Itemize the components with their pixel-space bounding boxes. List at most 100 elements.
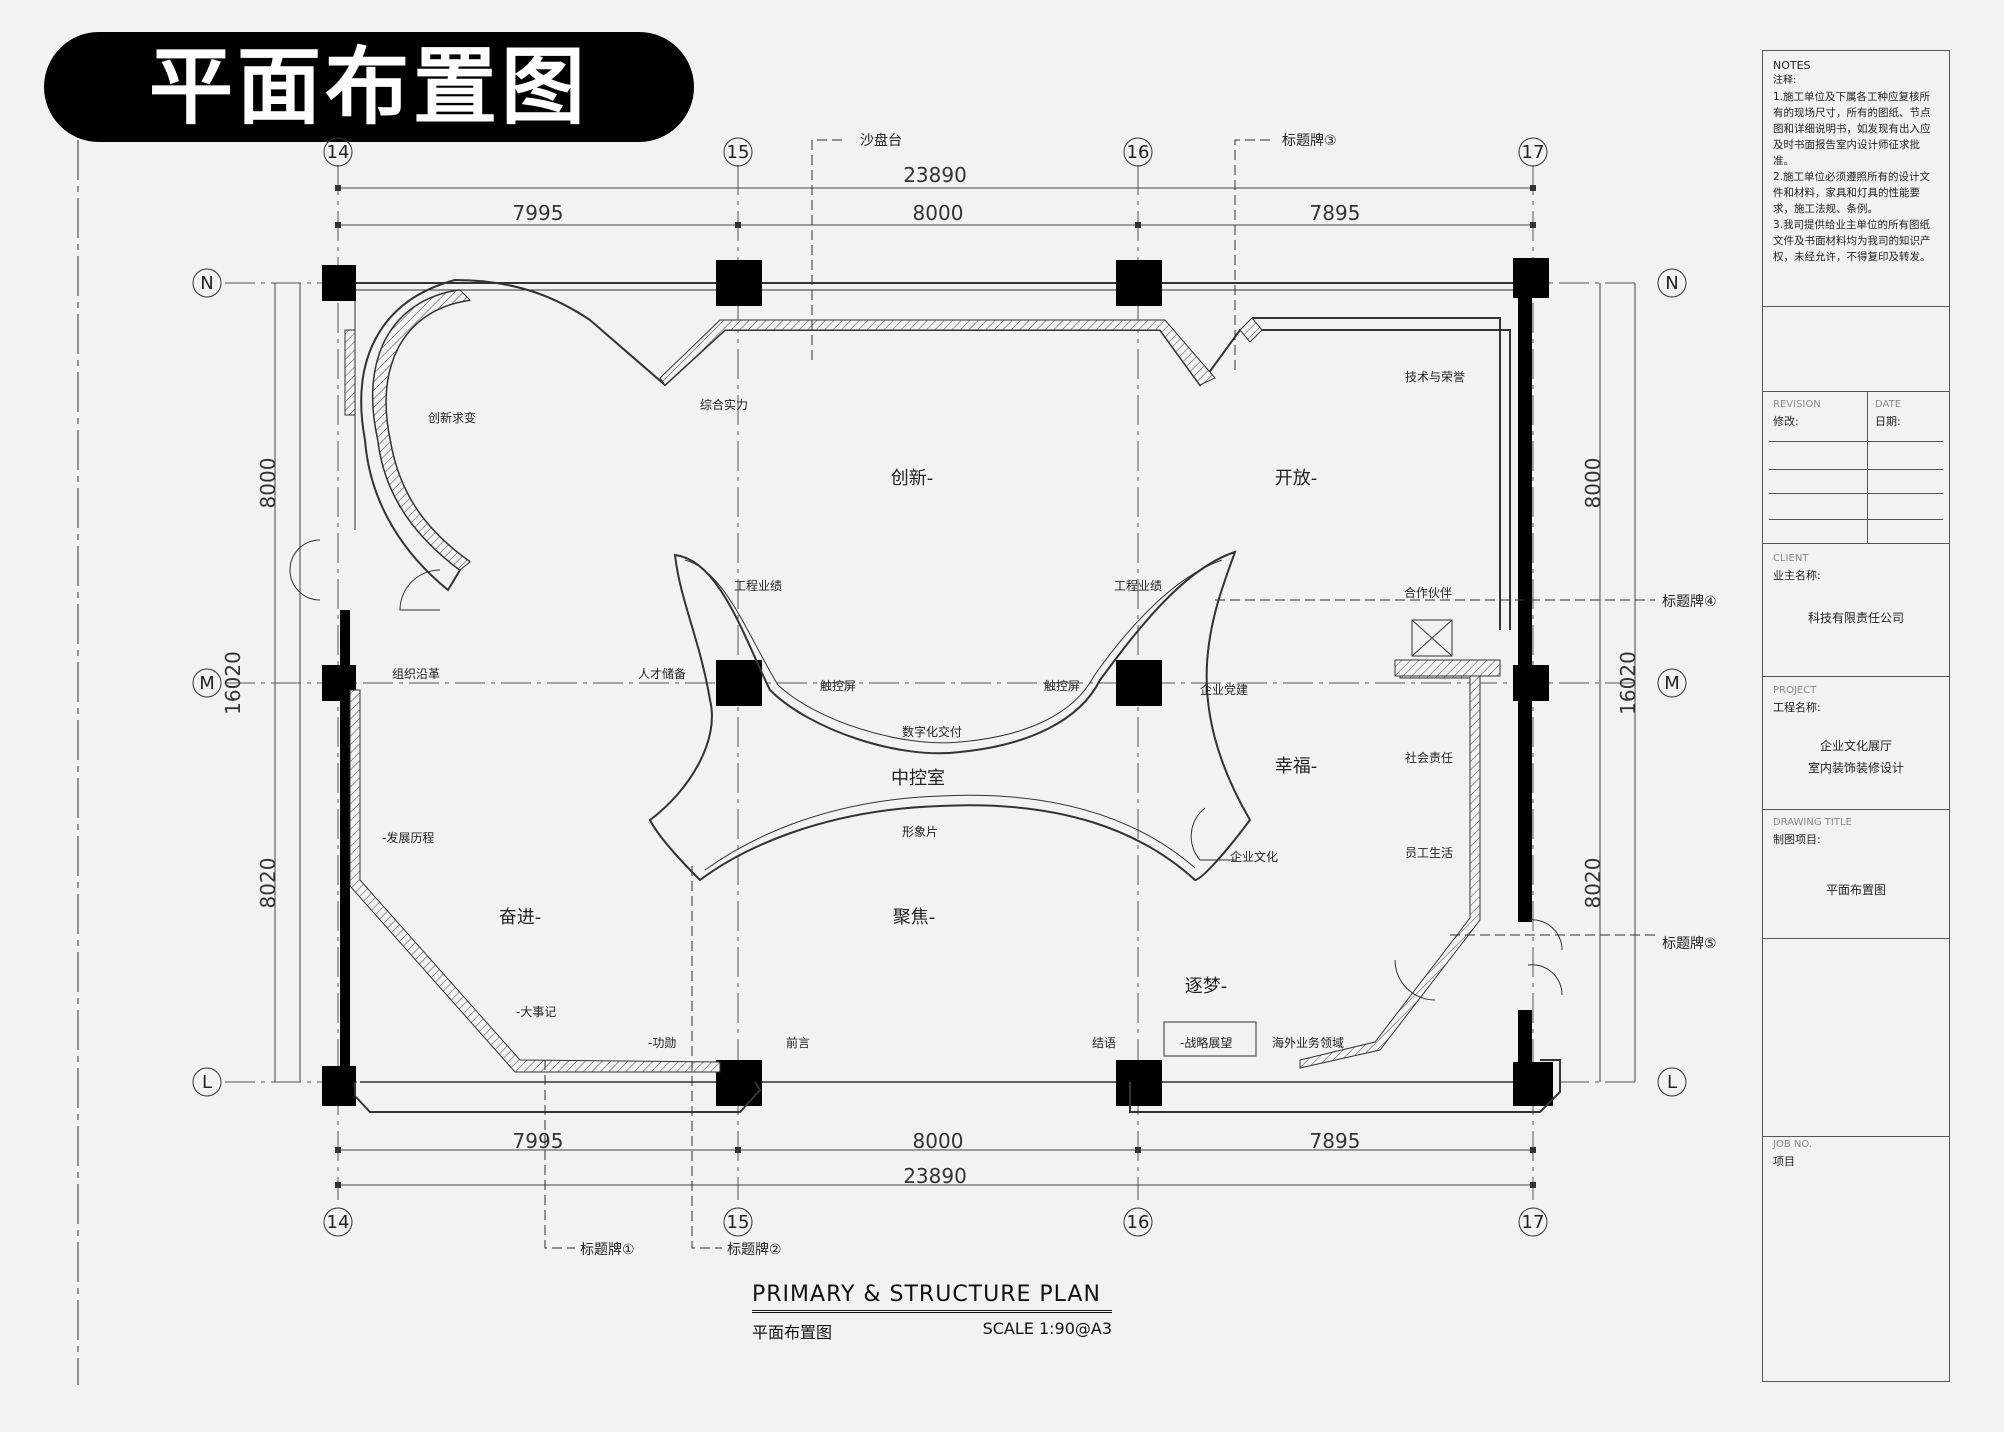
notes-cn: 注释: [1773,75,1797,86]
label-image-film: 形象片 [902,825,938,839]
label-tech-honor: 技术与荣誉 [1405,370,1465,384]
grid-bubble-14-bottom: 14 [323,1207,353,1237]
label-strength: 综合实力 [700,397,748,412]
label-staff: 员工生活 [1405,846,1453,860]
label-culture: 企业文化 [1230,849,1278,864]
callout-leaders [544,139,1655,1249]
grid-bubble-15-bottom: 15 [723,1207,753,1237]
project-value-1: 企业文化展厅 [1819,739,1892,753]
strategy-display-box [1163,1021,1257,1057]
label-overseas: 海外业务领域 [1272,1035,1344,1050]
structural-columns [322,258,1553,1106]
central-inner-curve-top [684,559,1223,744]
grid-bubble-M-right: M [1657,668,1687,698]
southwest-wall [349,689,721,1073]
dim-vertical-2-right: 8020 [1581,858,1605,909]
project-value-2: 室内装饰装修设计 [1807,761,1904,775]
svg-text:14: 14 [327,142,350,163]
dim-vertical-1-left: 8000 [256,458,280,509]
row-gridlines [225,282,1640,1083]
date-label: DATE [1875,399,1902,410]
callout-sign-2: 标题牌② [727,1241,782,1258]
svg-text:N: N [200,273,213,294]
label-strategy: -战略展望 [1180,1035,1232,1050]
dim-span-3-top: 7895 [1310,201,1361,225]
revision-row-3 [1769,493,1943,494]
tb-divider-2 [1763,391,1949,392]
wall-joint [1239,317,1263,343]
svg-text:M: M [1664,673,1680,694]
revision-col-divider [1867,391,1868,543]
drawing-title-label: DRAWING TITLE [1773,817,1852,828]
zone-focus: 聚焦- [893,907,936,928]
equipment-box [1411,619,1453,657]
dim-vertical-total-left: 16020 [221,651,245,715]
tb-divider-6 [1763,938,1949,939]
grid-bubble-N-left: N [192,268,222,298]
svg-text:15: 15 [727,1212,750,1233]
grid-bubble-17-top: 17 [1518,137,1548,167]
grid-bubble-16-top: 16 [1123,137,1153,167]
drawing-title-cn: 制图项目: [1773,833,1821,846]
central-inner-curve-bottom [704,794,1196,871]
tb-divider-1 [1763,306,1949,307]
callout-sign-1: 标题牌① [580,1241,635,1258]
revision-row-2 [1769,469,1943,470]
callout-sign-3: 标题牌③ [1282,132,1337,149]
label-engineering-right: 工程业绩 [1114,578,1162,593]
dim-total-bottom: 23890 [903,1164,967,1188]
title-block: NOTES 注释: 1.施工单位及下属各工种应复核所有的现场尺寸，所有的图纸、节… [1762,50,1950,1382]
job-no-label: JOB NO. [1773,1139,1812,1150]
client-value: 科技有限责任公司 [1807,611,1904,625]
grid-bubble-17-bottom: 17 [1518,1207,1548,1237]
dimension-ticks [335,185,1536,1188]
plan-title-cn: 平面布置图 [752,1323,833,1342]
svg-text:17: 17 [1522,142,1545,163]
south-wall-right [1129,1059,1561,1113]
dim-span-1-bottom: 7995 [513,1129,564,1153]
project-cn: 工程名称: [1773,701,1821,714]
grid-bubble-15-top: 15 [723,137,753,167]
plan-title: PRIMARY & STRUCTURE PLAN 平面布置图 SCALE 1:9… [752,1282,1112,1343]
dim-span-2-top: 8000 [913,201,964,225]
partner-wall [1394,659,1501,677]
dim-vertical-2-left: 8020 [256,858,280,909]
dim-vertical-total-right: 16020 [1616,651,1640,715]
revision-row-4 [1769,519,1943,520]
svg-text:N: N [1665,273,1678,294]
dim-span-3-bottom: 7895 [1310,1129,1361,1153]
dim-vertical-1-right: 8000 [1581,458,1605,509]
svg-text:16: 16 [1127,142,1150,163]
central-exhibit-core [648,550,1252,882]
svg-text:L: L [202,1072,212,1093]
tb-divider-4 [1763,676,1949,677]
svg-text:15: 15 [727,142,750,163]
zone-happiness: 幸福- [1275,756,1318,777]
notes-label: NOTES [1773,59,1811,72]
dim-span-1-top: 7995 [513,201,564,225]
tb-divider-3 [1763,543,1949,544]
job-no-cn: 项目 [1773,1155,1795,1168]
label-partners: 合作伙伴 [1404,585,1452,600]
label-party: 企业党建 [1200,682,1248,697]
callout-sign-4: 标题牌④ [1662,593,1717,610]
revision-cn: 修改: [1773,415,1799,428]
zone-innovation: 创新- [891,468,934,489]
label-digital: 数字化交付 [902,724,962,739]
label-touch-left: 触控屏 [820,679,856,693]
dim-span-2-bottom: 8000 [913,1129,964,1153]
svg-text:16: 16 [1127,1212,1150,1233]
zone-strive: 奋进- [499,907,542,928]
zone-open: 开放- [1275,468,1318,489]
top-dimension-lines [274,187,1636,1186]
label-merit: -功勋 [648,1036,676,1050]
revision-row-1 [1769,441,1943,442]
grid-bubble-L-right: L [1657,1067,1687,1097]
grid-bubble-M-left: M [192,668,222,698]
title-banner: 平面布置图 [44,32,694,142]
client-label: CLIENT [1773,553,1809,564]
date-cn: 日期: [1875,415,1901,428]
grid-bubble-L-left: L [192,1067,222,1097]
label-innovation-change: 创新求变 [428,410,476,425]
